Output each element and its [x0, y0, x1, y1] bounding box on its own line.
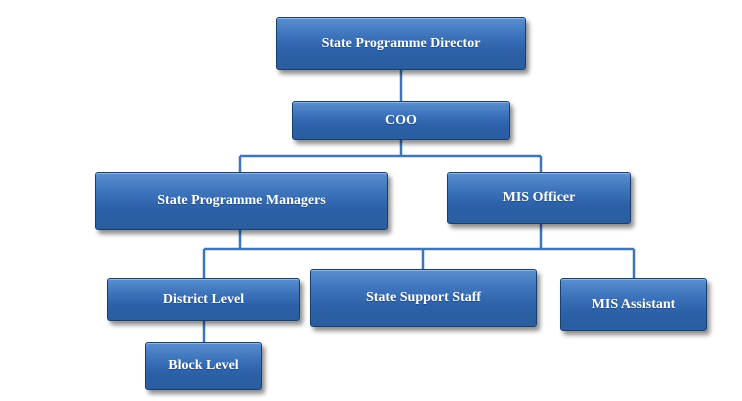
- state-programme-director-node: State Programme Director: [276, 17, 526, 70]
- district-level-node: District Level: [107, 278, 300, 321]
- coo-node: COO: [292, 101, 510, 140]
- connector-bus-children: [202, 249, 636, 278]
- connector-coo-branch: [238, 140, 543, 172]
- state-programme-managers-node: State Programme Managers: [95, 172, 388, 230]
- mis-officer-node: MIS Officer: [447, 172, 631, 224]
- connector-branch-bus: [204, 224, 634, 251]
- mis-assistant-node: MIS Assistant: [560, 278, 707, 331]
- state-support-staff-node: State Support Staff: [310, 269, 537, 327]
- block-level-node: Block Level: [145, 342, 262, 390]
